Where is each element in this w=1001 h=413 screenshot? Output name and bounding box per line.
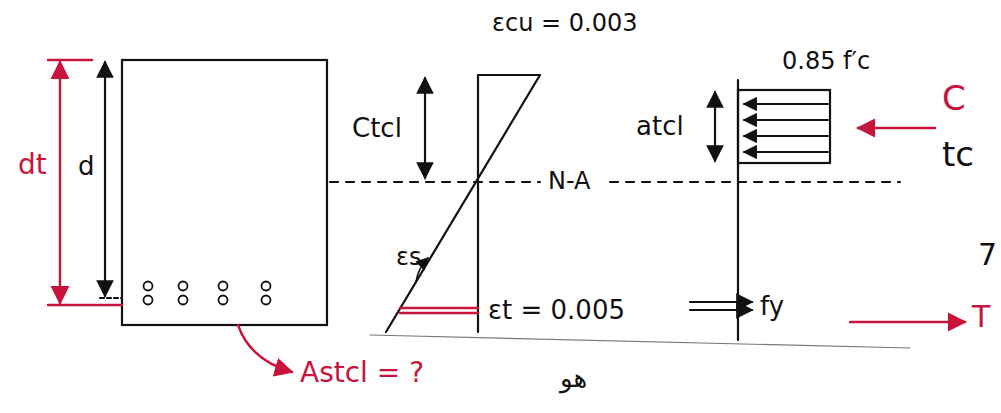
- beam-section: [122, 60, 327, 325]
- stress-block: [738, 90, 830, 163]
- a-dimension: [714, 92, 716, 161]
- compression-arrow: [858, 127, 935, 129]
- strain-axis: [477, 75, 479, 332]
- strain-label: εs: [396, 244, 421, 270]
- fy-arrow: [690, 301, 752, 303]
- strain-label: εt = 0.005: [488, 296, 625, 325]
- dimension-label: dt: [18, 150, 47, 181]
- d-dimension: [104, 62, 106, 296]
- unknown-label: Astcl = ?: [300, 358, 424, 389]
- dt-dimension: [59, 62, 61, 303]
- force-label: T: [972, 300, 990, 333]
- c-dimension: [424, 78, 426, 178]
- dimension-label: d: [78, 152, 95, 181]
- depth-label: atcl: [636, 112, 684, 141]
- strain-line: [386, 75, 540, 332]
- leader-line: [238, 325, 292, 372]
- note-text: هو: [560, 364, 587, 393]
- stress-label: 0.85 f′c: [782, 48, 870, 74]
- axis-label: N-A: [548, 168, 591, 194]
- note-text: 7: [978, 238, 997, 271]
- neutral-axis: [330, 181, 540, 183]
- stress-label: fy: [760, 292, 784, 321]
- note-text: tc: [942, 136, 974, 173]
- strain-mark: [400, 307, 478, 309]
- rebars: [144, 282, 271, 305]
- force-label: C: [942, 80, 966, 117]
- strain-label: εcu = 0.003: [492, 10, 637, 36]
- tension-arrow: [850, 321, 965, 323]
- depth-label: Ctcl: [352, 114, 402, 143]
